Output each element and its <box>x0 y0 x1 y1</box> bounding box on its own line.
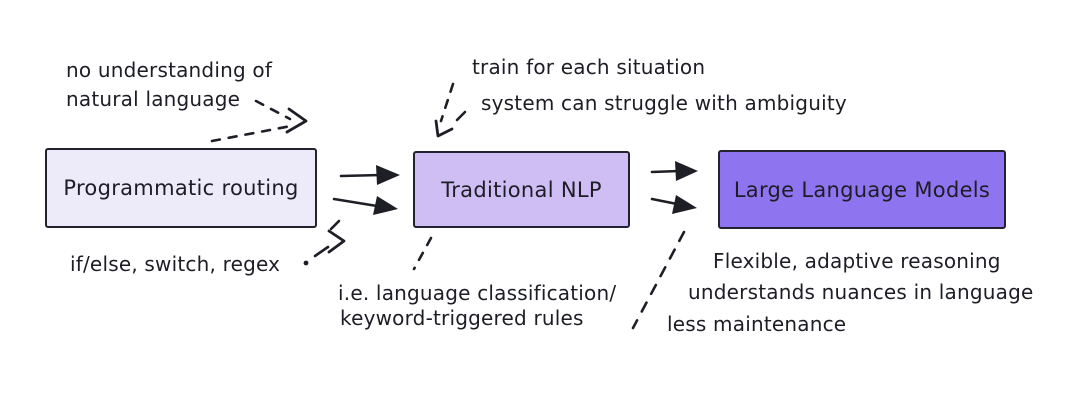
dashed-line-nlp-examples <box>412 236 433 271</box>
annotation-nlp-limitation-line2: system can struggle with ambiguity <box>481 91 847 115</box>
node-traditional-nlp-label: Traditional NLP <box>441 177 602 202</box>
annotation-nlp-examples-line1: i.e. language classification/ <box>338 281 617 305</box>
annotation-llm-benefits-line1: Flexible, adaptive reasoning <box>713 249 1001 273</box>
annotation-nlp-examples-line2: keyword-triggered rules <box>340 306 584 330</box>
node-large-language-models-label: Large Language Models <box>733 177 991 202</box>
arrow-nlp-to-llm-top <box>650 161 698 181</box>
arrow-programmatic-to-nlp-bottom <box>332 196 398 215</box>
annotation-programmatic-limitation-line1: no understanding of <box>66 58 273 82</box>
node-traditional-nlp: Traditional NLP <box>413 151 630 228</box>
annotation-programmatic-examples: if/else, switch, regex <box>70 252 281 276</box>
node-large-language-models: Large Language Models <box>718 150 1006 229</box>
annotation-llm-benefits-line2: understands nuances in language <box>688 280 1034 304</box>
arrow-programmatic-to-nlp-top <box>339 165 400 185</box>
annotation-nlp-limitation-line1: train for each situation <box>472 55 706 79</box>
arrow-nlp-to-llm-bottom <box>650 195 697 214</box>
annotation-llm-benefits-line3: less maintenance <box>667 312 847 336</box>
annotation-programmatic-limitation-line2: natural language <box>66 87 241 111</box>
node-programmatic-routing-label: Programmatic routing <box>63 176 299 200</box>
dashed-arrow-train-annotation <box>434 82 467 138</box>
node-programmatic-routing: Programmatic routing <box>45 148 317 228</box>
